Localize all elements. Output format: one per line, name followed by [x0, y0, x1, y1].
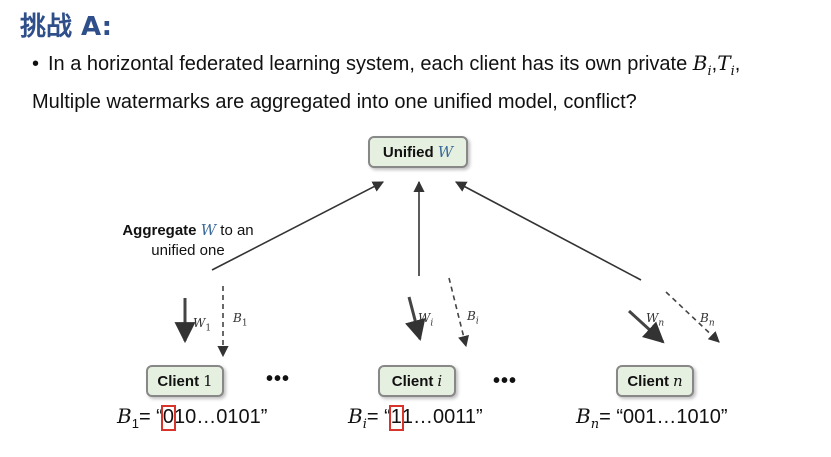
aggregate-line-2: unified one — [151, 242, 225, 259]
arrow-wi — [405, 296, 426, 342]
client-i-index: i — [437, 372, 443, 390]
highlight-bit-i: 1 — [388, 405, 405, 431]
bitstring-i: Bi= “11…0011” — [348, 404, 483, 432]
label-w1: W1 — [193, 316, 212, 334]
label-b1: B1 — [233, 311, 248, 329]
unified-label: Unified — [382, 143, 434, 161]
client-n-index: n — [673, 372, 683, 390]
ellipsis-1: ••• — [266, 368, 291, 390]
math-t: Ti — [717, 51, 735, 79]
bullet-text: • In a horizontal federated learning syst… — [32, 48, 812, 117]
bullet-trailing-comma: , — [734, 53, 741, 75]
slide-title: 挑战 A: — [20, 12, 113, 42]
label-wi: Wi — [418, 311, 434, 329]
ellipsis-2: ••• — [493, 370, 518, 392]
highlight-bit-1: 0 — [160, 405, 177, 431]
client-i-label: Client — [391, 372, 434, 390]
arrow-aggregate-left — [211, 181, 384, 271]
bitstring-1: B1= “010…0101” — [117, 404, 268, 431]
aggregate-caption: Aggregate W to an unified one — [108, 220, 268, 261]
math-comma: , — [711, 53, 718, 75]
arrow-bi — [448, 277, 469, 348]
unified-var: W — [437, 143, 454, 161]
client-1-index: 1 — [203, 372, 213, 390]
bullet-line-2: Multiple watermarks are aggregated into … — [32, 91, 637, 113]
client-n-label: Client — [627, 372, 669, 390]
client-1-label: Client — [157, 372, 200, 390]
bullet-line-1: • In a horizontal federated learning syst… — [32, 48, 812, 87]
arrow-aggregate-right — [455, 181, 642, 281]
math-b: Bi — [692, 51, 712, 79]
arrow-bn — [665, 291, 720, 343]
bullet-line-1-text: In a horizontal federated learning syste… — [48, 53, 693, 75]
bitstring-n: Bn= “001…1010” — [576, 404, 728, 432]
arrow-wn — [627, 309, 665, 344]
label-bi: Bi — [467, 309, 479, 327]
label-bn: Bn — [700, 311, 715, 329]
bullet-dot: • — [32, 53, 40, 75]
aggregate-line-1: Aggregate W to an — [122, 221, 254, 239]
label-wn: Wn — [646, 311, 665, 329]
